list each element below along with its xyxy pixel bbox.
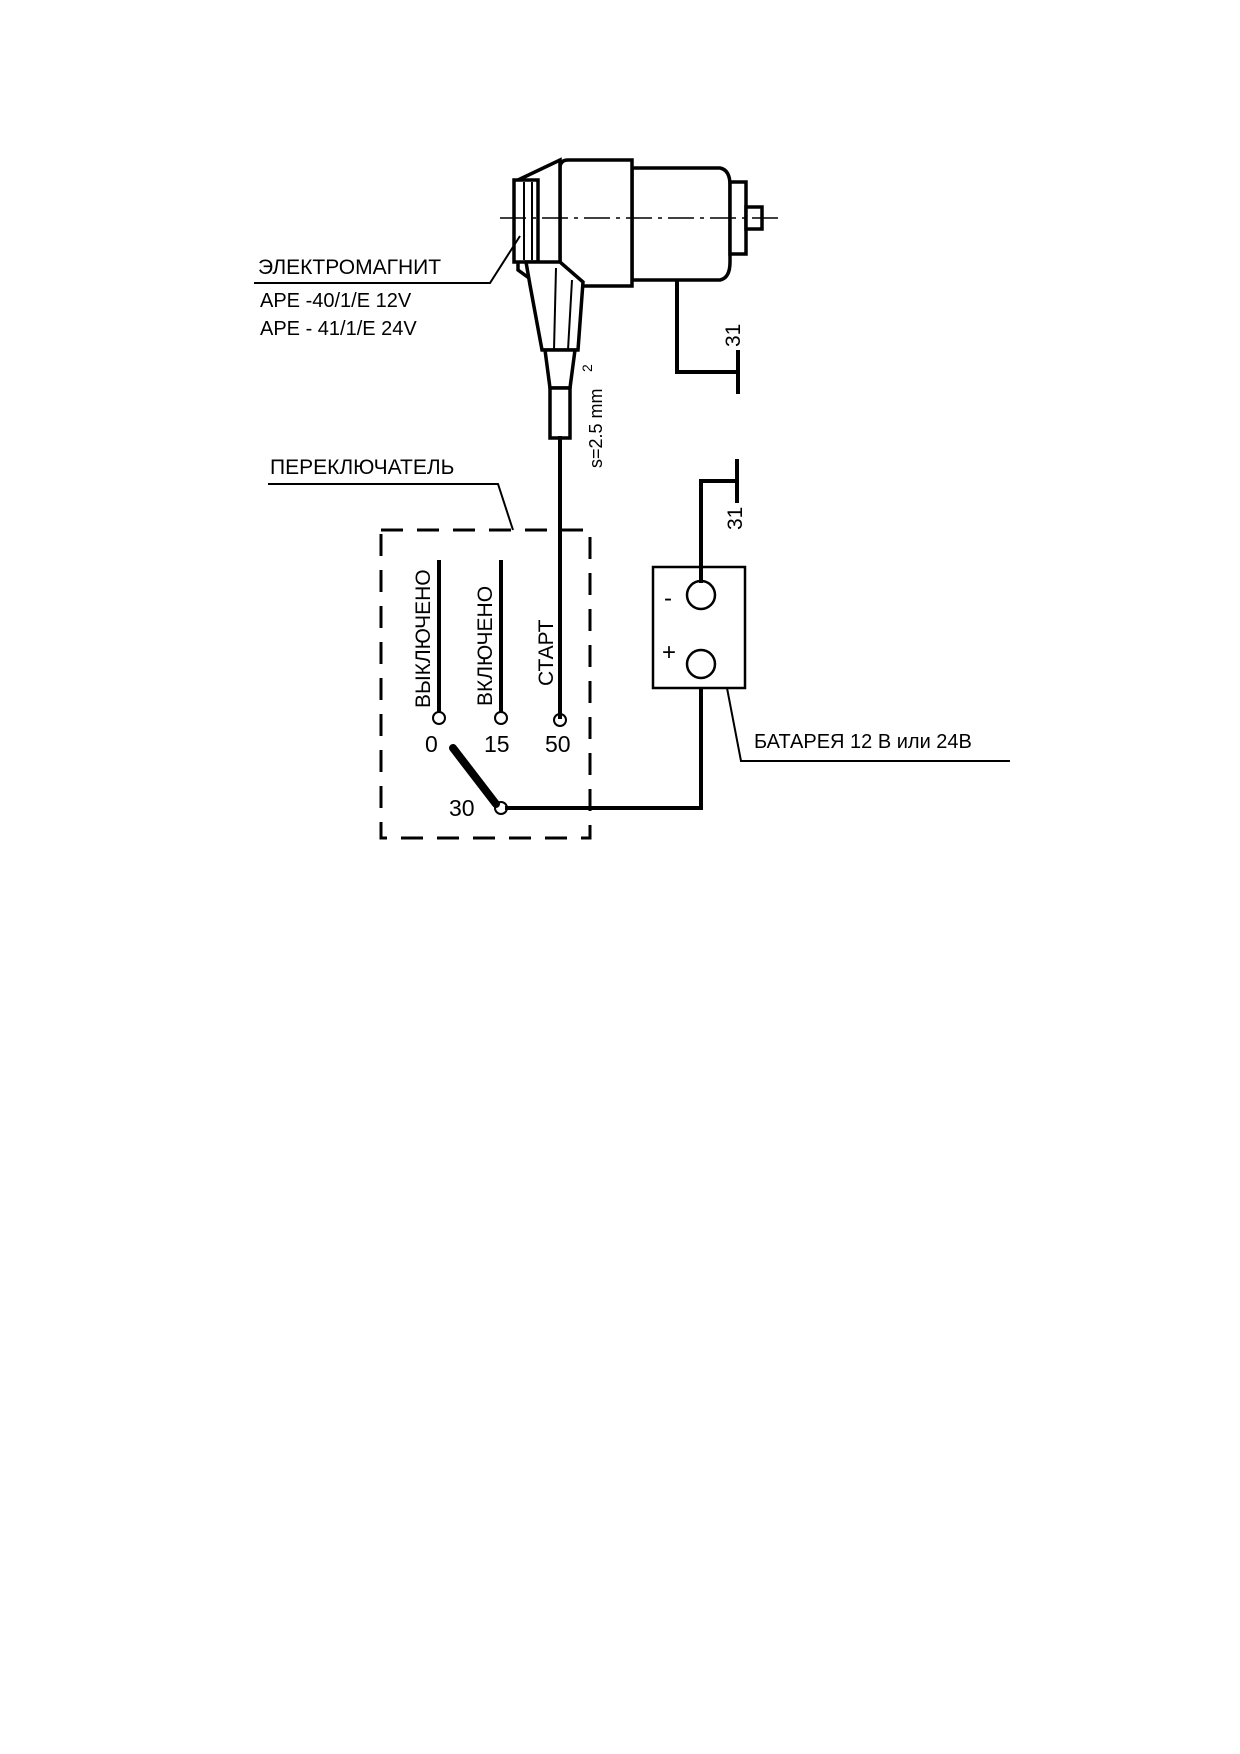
switch-leader — [268, 483, 514, 531]
svg-text:s=2.5 mm: s=2.5 mm — [586, 388, 606, 468]
switch-label-off: ВЫКЛЮЧЕНО — [412, 569, 435, 708]
terminal-15-label: 15 — [484, 731, 510, 757]
solenoid-leader — [254, 235, 521, 284]
battery-leader — [726, 687, 1010, 762]
switch-terminal-0 — [432, 711, 446, 725]
battery-minus-sign: - — [664, 585, 672, 612]
battery-positive-wire — [505, 678, 703, 810]
solenoid-ground-wire — [675, 280, 740, 374]
ground-label-upper: 31 — [722, 324, 745, 347]
terminal-50-label: 50 — [545, 731, 571, 757]
solenoid-drawing — [500, 157, 780, 440]
solenoid-title: ЭЛЕКТРОМАГНИТ — [258, 256, 441, 279]
battery-plus-sign: + — [662, 639, 676, 666]
switch-terminal-15 — [494, 711, 508, 725]
switch-label-start: СТАРТ — [535, 619, 558, 686]
ground-label-lower: 31 — [724, 507, 747, 530]
switch-label-on: ВКЛЮЧЕНО — [474, 586, 497, 706]
switch-lever — [449, 744, 500, 808]
battery-minus-terminal — [685, 579, 717, 611]
switch-title: ПЕРЕКЛЮЧАТЕЛЬ — [270, 456, 454, 479]
solenoid-model-24v: APE - 41/1/E 24V — [260, 318, 417, 340]
battery-label: БАТАРЕЯ 12 В или 24В — [754, 731, 972, 753]
switch-terminal-50 — [553, 713, 567, 727]
switch-housing — [379, 528, 592, 840]
solenoid-model-12v: APE -40/1/E 12V — [260, 290, 412, 312]
battery-plus-terminal — [685, 648, 717, 680]
battery-ground-wire — [699, 479, 739, 583]
svg-text:2: 2 — [579, 364, 595, 372]
terminal-0-label: 0 — [425, 731, 438, 757]
wire-cross-section: s=2.5 mm 2 — [579, 364, 606, 468]
terminal-30-label: 30 — [449, 795, 475, 821]
